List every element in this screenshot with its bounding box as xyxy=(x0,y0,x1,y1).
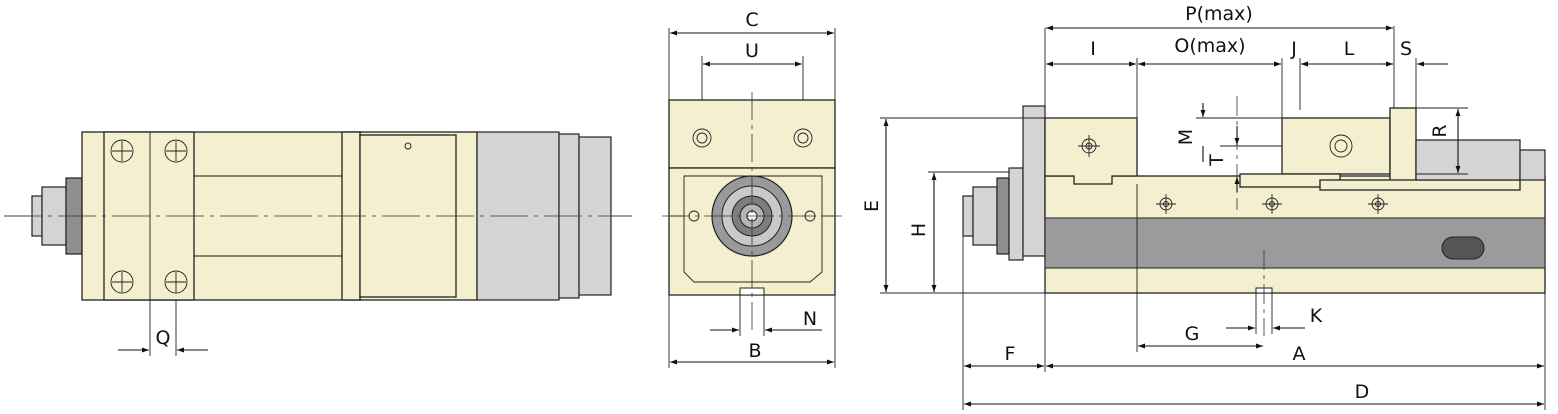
side-pusher xyxy=(1415,139,1521,181)
dim-label-j: J xyxy=(1290,38,1297,60)
dim-label-n: N xyxy=(803,308,817,330)
dim-label-e: E xyxy=(861,200,883,212)
side-spindle-tip xyxy=(962,195,974,237)
side-pusher-end xyxy=(1519,149,1546,181)
side-slide-rail-2 xyxy=(1319,179,1521,191)
dim-label-t: T xyxy=(1206,154,1228,167)
dim-label-p: P(max) xyxy=(1185,3,1253,25)
front-bolt-hole-left xyxy=(692,128,712,148)
dim-label-a: A xyxy=(1293,343,1306,365)
dim-label-o: O(max) xyxy=(1174,35,1245,57)
dim-label-s: S xyxy=(1400,38,1412,60)
top-view: Q xyxy=(4,131,632,356)
dim-label-m: M xyxy=(1175,129,1197,145)
dim-label-k: K xyxy=(1310,305,1323,327)
side-movable-jaw xyxy=(1281,117,1391,175)
dim-label-l: L xyxy=(1344,38,1355,60)
side-base-hole-1 xyxy=(1156,194,1176,214)
top-bolt-hole-1 xyxy=(110,139,134,163)
top-marker-hole xyxy=(404,142,412,150)
side-movable-jaw-hole xyxy=(1329,134,1353,158)
dim-label-c: C xyxy=(745,9,758,31)
dim-label-d: D xyxy=(1355,381,1370,403)
dim-label-q: Q xyxy=(156,327,171,349)
dim-label-i: I xyxy=(1090,38,1096,60)
dim-label-h: H xyxy=(908,223,930,237)
dim-label-f: F xyxy=(1005,343,1016,365)
side-spindle-housing xyxy=(1008,167,1024,261)
side-slot xyxy=(1441,236,1485,260)
top-bolt-hole-4 xyxy=(164,270,188,294)
side-spindle-collar xyxy=(996,177,1010,255)
side-view: P(max) I O(max) J L S M T R xyxy=(861,3,1546,410)
side-fixed-jaw xyxy=(1044,117,1138,185)
side-end-plate xyxy=(1022,105,1046,257)
side-base-hole-2 xyxy=(1262,194,1282,214)
side-fixed-jaw-hole xyxy=(1078,135,1100,157)
side-spindle-nut xyxy=(972,186,998,246)
side-jaw-plate xyxy=(1389,107,1417,183)
dim-label-b: B xyxy=(748,340,761,362)
dim-label-g: G xyxy=(1185,323,1200,345)
side-base-hole-3 xyxy=(1368,194,1388,214)
top-bolt-hole-3 xyxy=(110,270,134,294)
dim-label-r: R xyxy=(1429,124,1451,137)
dim-label-u: U xyxy=(745,40,759,62)
front-bolt-hole-right xyxy=(793,128,813,148)
top-bolt-hole-2 xyxy=(164,139,188,163)
front-view: C U N B xyxy=(662,9,842,368)
